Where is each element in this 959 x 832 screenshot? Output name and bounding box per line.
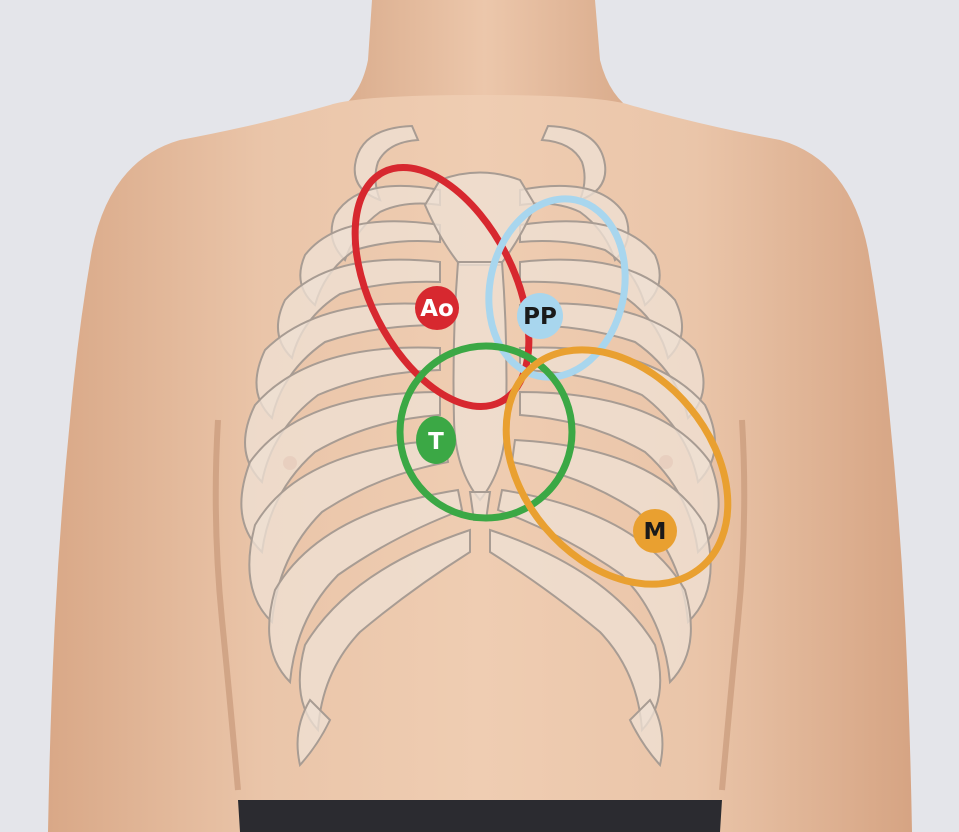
pulmonic-label: PP xyxy=(517,293,563,339)
pulmonic-label-text: PP xyxy=(523,304,557,330)
tricuspid-label-text: T xyxy=(428,429,444,455)
mitral-label-text: M xyxy=(644,519,667,545)
sternum-body xyxy=(454,262,507,500)
tricuspid-label: T xyxy=(416,416,456,464)
aortic-label-text: Ao xyxy=(420,296,454,322)
mitral-label: M xyxy=(633,509,677,553)
waistband xyxy=(238,800,722,832)
aortic-label: Ao xyxy=(415,286,459,330)
